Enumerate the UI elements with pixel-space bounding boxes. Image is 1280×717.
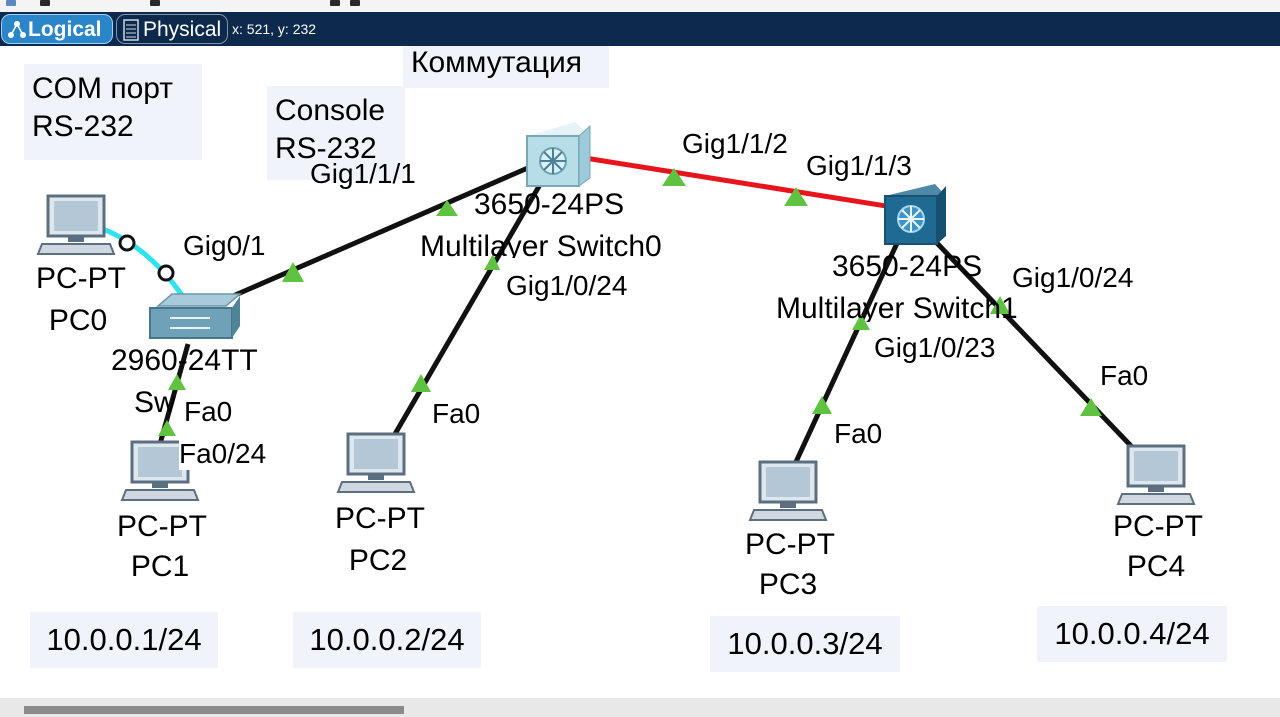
note-kommutatsiya[interactable]: Коммутация — [403, 46, 609, 88]
port-label-ms0-gig111: Gig1/1/1 — [310, 158, 416, 189]
port-up-icon — [168, 374, 186, 390]
port-up-icon — [1080, 398, 1102, 416]
toolbar-icon[interactable] — [40, 0, 50, 6]
tab-logical[interactable]: Logical — [1, 14, 113, 44]
link-ms0-ms1[interactable] — [584, 155, 906, 212]
logical-network-icon — [8, 21, 26, 38]
horizontal-scrollbar[interactable] — [0, 698, 1280, 717]
port-up-icon — [282, 262, 304, 282]
port-label-pc2-fa0: Fa0 — [432, 398, 481, 429]
workspace-mode-bar: Logical Physical x: 521, y: 232 — [0, 12, 1280, 46]
note-ip-pc1[interactable]: 10.0.0.1/24 — [30, 612, 218, 668]
access-switch-name: Sw — [134, 386, 176, 419]
console-connector — [118, 234, 136, 252]
console-connector — [157, 264, 175, 282]
port-label-sw-fa024: Fa0/24 — [179, 438, 267, 470]
port-label-ms1-gig1024: Gig1/0/24 — [1012, 262, 1134, 293]
note-ip-pc2[interactable]: 10.0.0.2/24 — [293, 612, 481, 668]
toolbar-strip — [0, 0, 1280, 12]
port-up-icon — [812, 396, 832, 414]
pc1-model: PC-PT — [117, 510, 207, 543]
pc0-model: PC-PT — [36, 262, 126, 295]
port-label-sw-gig01: Gig0/1 — [183, 230, 266, 261]
logical-workspace[interactable]: COM порт RS-232 Console RS-232 Коммутаци… — [0, 46, 1280, 698]
port-label-pc3-fa0: Fa0 — [834, 418, 883, 449]
access-switch-model: 2960-24TT — [111, 344, 258, 377]
link-ms1-pc3[interactable] — [792, 224, 908, 466]
access-switch-icon[interactable] — [149, 293, 243, 339]
note-console[interactable]: Console RS-232 — [267, 86, 405, 180]
port-label-pc4-fa0: Fa0 — [1100, 360, 1149, 391]
pc3-computer-icon[interactable] — [748, 460, 828, 521]
note-ip-pc3[interactable]: 10.0.0.3/24 — [710, 616, 900, 672]
note-com-port[interactable]: COM порт RS-232 — [24, 64, 202, 160]
pc3-name: PC3 — [758, 568, 818, 601]
port-label-ms1-gig113: Gig1/1/3 — [806, 150, 912, 182]
port-label-ms1-gig1023: Gig1/0/23 — [874, 332, 996, 364]
cursor-coordinates: x: 521, y: 232 — [232, 21, 317, 37]
tab-physical[interactable]: Physical — [116, 14, 228, 44]
port-up-icon — [662, 168, 686, 186]
multilayer-switch0-icon[interactable] — [526, 122, 591, 187]
scrollbar-thumb[interactable] — [24, 706, 404, 714]
port-label-pc1-fa0: Fa0 — [184, 396, 237, 428]
toolbar-icon[interactable] — [150, 0, 160, 6]
link-console-pc0-sw[interactable] — [99, 225, 191, 306]
ms0-name: Multilayer Switch0 — [420, 230, 662, 258]
tab-logical-label: Logical — [28, 18, 102, 41]
port-label-ms0-gig112: Gig1/1/2 — [682, 128, 788, 159]
topology-svg — [36, 122, 1196, 521]
multilayer-switch1-icon[interactable] — [884, 184, 946, 245]
port-up-icon — [411, 374, 431, 392]
pc3-model: PC-PT — [745, 528, 835, 561]
port-up-icon — [158, 420, 176, 436]
port-indicators — [158, 168, 1102, 436]
pc4-name: PC4 — [1126, 550, 1186, 583]
toolbar-icon[interactable] — [330, 0, 340, 6]
pc4-computer-icon[interactable] — [1116, 444, 1196, 505]
ms1-name: Multilayer Switch1 — [776, 292, 1018, 322]
port-up-icon — [784, 187, 808, 206]
toolbar-icon[interactable] — [6, 0, 16, 6]
toolbar-icon[interactable] — [350, 0, 360, 6]
physical-rack-icon — [123, 19, 139, 41]
pc2-model: PC-PT — [335, 502, 425, 535]
pc0-computer-icon[interactable] — [36, 194, 116, 255]
tab-physical-label: Physical — [143, 18, 222, 41]
pc2-name: PC2 — [348, 544, 408, 577]
pc2-computer-icon[interactable] — [336, 432, 416, 493]
pc1-computer-icon[interactable] — [120, 440, 200, 501]
pc1-name: PC1 — [130, 550, 190, 583]
note-ip-pc4[interactable]: 10.0.0.4/24 — [1037, 606, 1227, 662]
pc0-name: PC0 — [48, 304, 108, 337]
port-up-icon — [436, 200, 458, 216]
ms0-model: 3650-24PS — [474, 188, 625, 221]
ms1-model: 3650-24PS — [832, 250, 983, 283]
port-label-ms0-gig1024: Gig1/0/24 — [506, 270, 628, 302]
port-up-icon — [852, 314, 870, 330]
port-up-icon — [990, 296, 1010, 314]
pc4-model: PC-PT — [1113, 510, 1203, 543]
port-up-icon — [484, 254, 500, 270]
